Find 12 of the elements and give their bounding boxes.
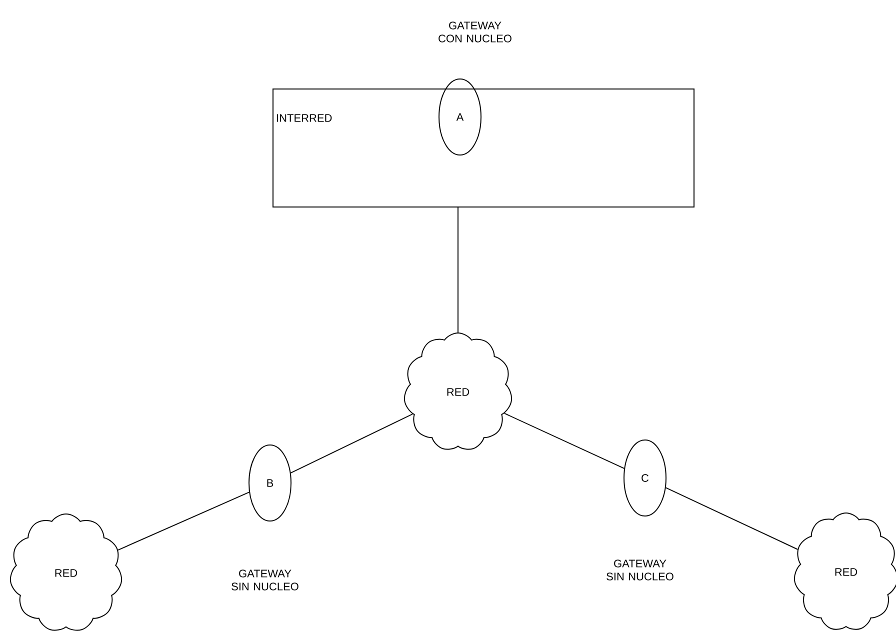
gateway-caption: GATEWAY SIN NUCLEO	[232, 570, 298, 590]
connector-line	[504, 412, 625, 469]
connector-line	[665, 487, 798, 550]
connector-line	[118, 492, 250, 551]
network-cloud: RED	[794, 512, 896, 630]
connector-line	[290, 414, 414, 474]
network-cloud: RED	[404, 332, 512, 450]
network-box	[272, 88, 695, 208]
network-cloud: RED	[10, 514, 122, 631]
gateway-caption: GATEWAY SIN NUCLEO	[606, 560, 674, 580]
gateway-caption: GATEWAY CON NUCLEO	[438, 22, 512, 42]
node-label: INTERRED	[277, 114, 332, 122]
